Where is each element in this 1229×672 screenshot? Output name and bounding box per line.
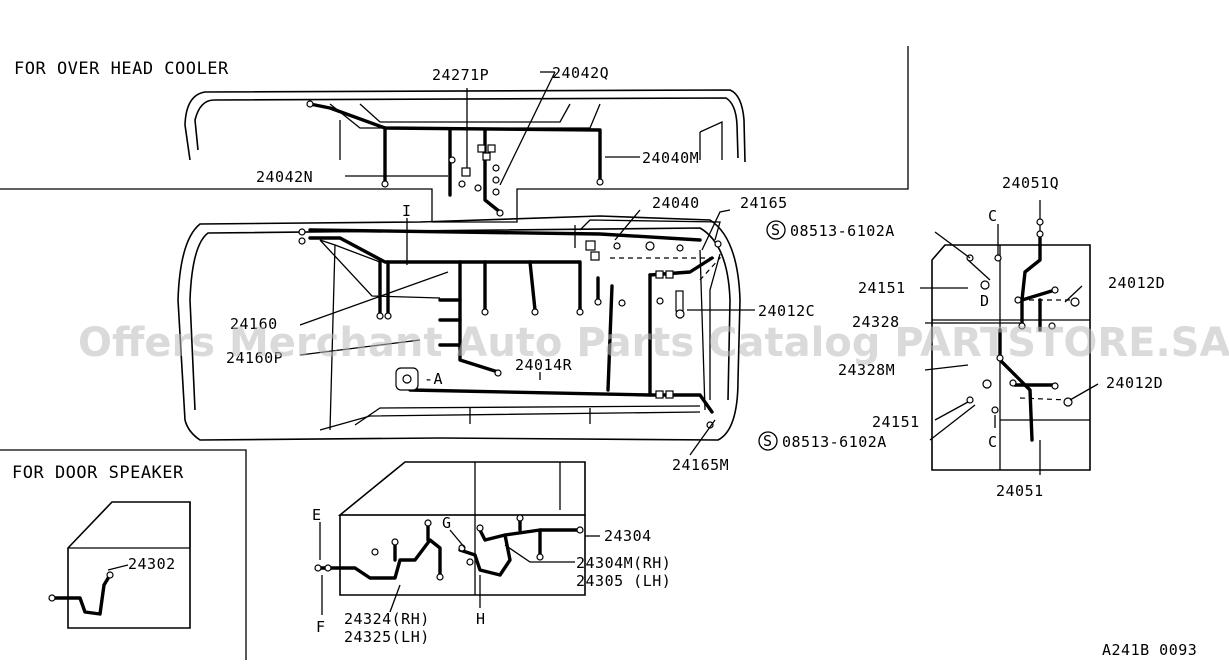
label-24325: 24325(LH): [344, 628, 430, 646]
screw-symbol-top: S: [766, 220, 786, 240]
label-24160P: 24160P: [226, 349, 283, 367]
overhead-cooler-frame: [0, 46, 909, 223]
marker-D: D: [980, 292, 990, 310]
overhead-harness: [306, 71, 640, 217]
marker-I: I: [402, 202, 412, 220]
door-speaker-heading: FOR DOOR SPEAKER: [12, 463, 184, 483]
main-harness: [298, 219, 722, 429]
label-24328: 24328: [852, 313, 900, 331]
marker-E: E: [312, 506, 322, 524]
marker-C-bot: C: [988, 433, 998, 451]
marker-H: H: [476, 610, 486, 628]
overhead-cooler-heading: FOR OVER HEAD COOLER: [14, 59, 229, 79]
label-24042N: 24042N: [256, 168, 313, 186]
label-24012D-top: 24012D: [1108, 274, 1165, 292]
label-24151-top: 24151: [858, 279, 906, 297]
label-08513-bot: 08513-6102A: [782, 433, 887, 451]
label-24271P: 24271P: [432, 66, 489, 84]
watermark-text: Offers Merchant Auto Parts Catalog PARTS…: [78, 320, 1229, 366]
label-24051Q: 24051Q: [1002, 174, 1059, 192]
label-24160: 24160: [230, 315, 278, 333]
label-24304M: 24304M(RH): [576, 554, 671, 572]
marker-A: -A: [424, 370, 443, 388]
label-24040: 24040: [652, 194, 700, 212]
door-speaker-frame: [0, 449, 247, 660]
screw-symbol-bot: S: [758, 431, 778, 451]
label-24040M: 24040M: [642, 149, 699, 167]
label-24328M: 24328M: [838, 361, 895, 379]
label-08513-top: 08513-6102A: [790, 222, 895, 240]
label-24012D-bot: 24012D: [1106, 374, 1163, 392]
label-24042Q: 24042Q: [552, 64, 609, 82]
label-24304: 24304: [604, 527, 652, 545]
marker-S-top: S: [771, 221, 781, 239]
label-24165: 24165: [740, 194, 788, 212]
label-24324: 24324(RH): [344, 610, 430, 628]
label-24051: 24051: [996, 482, 1044, 500]
right-door-detail: [920, 200, 1099, 475]
label-24302: 24302: [128, 555, 176, 573]
marker-F: F: [316, 618, 326, 636]
label-24165M: 24165M: [672, 456, 729, 474]
label-24012C: 24012C: [758, 302, 815, 320]
marker-G: G: [442, 514, 452, 532]
main-leader-lines: [299, 209, 755, 456]
lower-door-panel: [314, 461, 600, 615]
marker-C-top: C: [988, 207, 998, 225]
main-vehicle-body: [177, 215, 741, 441]
label-24305: 24305 (LH): [576, 572, 671, 590]
label-24014R: 24014R: [515, 356, 573, 374]
overhead-roof-outline: [184, 89, 746, 163]
label-24151-bot: 24151: [872, 413, 920, 431]
door-speaker-panel: [48, 501, 191, 629]
diagram-code: A241B 0093: [1102, 641, 1197, 659]
marker-S-bot: S: [763, 432, 773, 450]
